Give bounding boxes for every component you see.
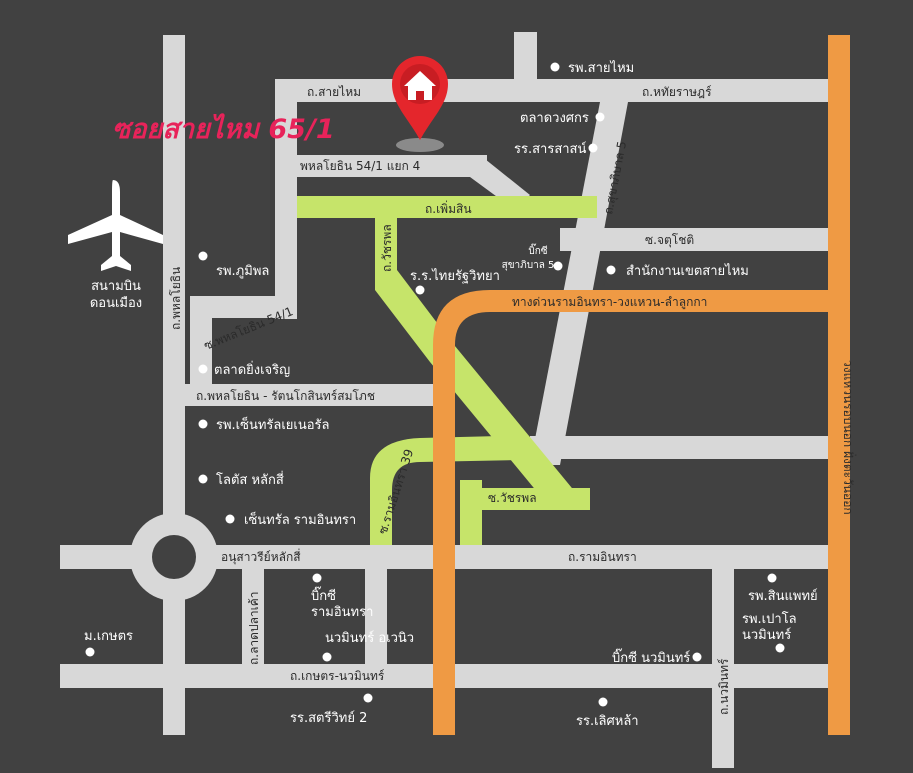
dot-icon bbox=[225, 514, 235, 524]
place-central-ramindra: เซ็นทรัล รามอินทรา bbox=[244, 510, 356, 528]
road-watcharaphon-soi-h bbox=[460, 488, 590, 510]
airport-label-line2: ดอนเมือง bbox=[90, 295, 142, 311]
road-phahon-54-1-lower bbox=[190, 296, 297, 318]
road-label-phahonyothin: ถ.พหลโยธิน bbox=[169, 267, 183, 330]
place-sinphaet: รพ.สินแพทย์ bbox=[748, 588, 818, 604]
dot-icon bbox=[767, 573, 777, 583]
place-paolo-2: นวมินทร์ bbox=[742, 627, 791, 643]
dot-icon bbox=[198, 419, 208, 429]
expressway-network bbox=[433, 35, 850, 735]
road-sukhaphiban5 bbox=[530, 102, 628, 465]
road-label-kaset-nawamin: ถ.เกษตร-นวมินทร์ bbox=[290, 669, 385, 683]
place-bigc-sukhaphiban5-1: บิ๊กซี bbox=[528, 243, 547, 257]
dot-icon bbox=[598, 697, 608, 707]
dot-icon bbox=[775, 643, 785, 653]
place-thairat-school: ร.ร.ไทยรัฐวิทยา bbox=[410, 268, 500, 284]
road-label-outer-ring: วงแหวนรอบนอก ฝั่งตะวันออก bbox=[841, 360, 857, 515]
dot-icon bbox=[322, 652, 332, 662]
dot-icon bbox=[606, 265, 616, 275]
dot-icon bbox=[312, 573, 322, 583]
house-pin-icon bbox=[391, 55, 448, 152]
road-label-watcharaphon: ถ.วัชรพล bbox=[380, 224, 394, 272]
roundabout-center bbox=[152, 535, 196, 579]
road-label-watcharaphon-soi: ซ.วัชรพล bbox=[488, 491, 537, 505]
road-yaek4 bbox=[297, 155, 487, 177]
road-label-ram-inthra: ถ.รามอินทรา bbox=[568, 550, 637, 564]
place-lotus: โลตัส หลักสี่ bbox=[216, 471, 284, 488]
road-phoem-sin bbox=[297, 196, 597, 218]
airport-label-line1: สนามบิน bbox=[91, 279, 141, 294]
dot-icon bbox=[692, 652, 702, 662]
road-phahon-54-1-upper bbox=[275, 79, 297, 319]
road-north-spur bbox=[514, 32, 537, 82]
place-bigc-ramindra-2: รามอินทรา bbox=[311, 605, 373, 620]
dot-icon bbox=[198, 364, 208, 374]
place-sarasat-school: รร.สารสาสน์ bbox=[514, 141, 587, 157]
road-phahon-rattanakosin bbox=[163, 384, 443, 406]
dot-icon bbox=[553, 261, 563, 271]
poi-markers bbox=[85, 62, 785, 707]
road-label-yaek4: พหลโยธิน 54/1 แยก 4 bbox=[300, 159, 420, 173]
road-ram-inthra-39 bbox=[370, 436, 520, 545]
highlight-roads bbox=[297, 196, 597, 545]
place-bigc-sukhaphiban5-2: สุขาภิบาล 5 bbox=[502, 260, 555, 271]
place-kaset: ม.เกษตร bbox=[84, 629, 133, 644]
place-nawamin-avenue: นวมินทร์ อเวนิว bbox=[325, 630, 414, 646]
dot-icon bbox=[550, 62, 560, 72]
place-satriwit2: รร.สตรีวิทย์ 2 bbox=[290, 710, 367, 726]
road-label-sai-mai: ถ.สายไหม bbox=[307, 85, 361, 99]
dot-icon bbox=[85, 647, 95, 657]
road-bigc-spur bbox=[365, 569, 387, 669]
road-label-lak-si-monument: อนุสาวรีย์หลักสี่ bbox=[221, 548, 301, 565]
road-label-hathairat: ถ.หทัยราษฎร์ bbox=[642, 85, 712, 99]
dot-icon bbox=[588, 143, 598, 153]
dot-icon bbox=[415, 285, 425, 295]
place-bigc-nawamin: บิ๊กซี นวมินทร์ bbox=[612, 648, 690, 666]
road-label-phahon-rattanakosin: ถ.พหลโยธิน - รัตนโกสินทร์สมโภช bbox=[196, 389, 375, 403]
place-phumiphon-hospital: รพ.ภูมิพล bbox=[216, 264, 269, 279]
place-bigc-ramindra-1: บิ๊กซี bbox=[311, 586, 336, 604]
place-loetla: รร.เลิศหล้า bbox=[576, 714, 639, 729]
road-label-lat-pla-khao: ถ.ลาดปลาเค้า bbox=[247, 591, 261, 665]
road-nawamin bbox=[712, 569, 734, 769]
place-yingcharoen-market: ตลาดยิ่งเจริญ bbox=[214, 361, 290, 378]
place-central-general: รพ.เซ็นทรัลเยเนอรัล bbox=[216, 415, 330, 433]
place-market: ตลาดวงศกร bbox=[520, 111, 589, 126]
place-district-office: สำนักงานเขตสายไหม bbox=[626, 263, 749, 279]
place-sai-mai-hospital: รพ.สายไหม bbox=[568, 60, 634, 76]
road-lat-pla-khao bbox=[242, 569, 264, 669]
road-chatuchot bbox=[560, 228, 830, 251]
road-outer-ring bbox=[828, 35, 850, 735]
road-phahon-54-1-connector bbox=[190, 296, 212, 386]
road-label-phoem-sin: ถ.เพิ่มสิน bbox=[425, 200, 472, 216]
dot-icon bbox=[595, 112, 605, 122]
road-label-expressway: ทางด่วนรามอินทรา-วงแหวน-ลำลูกกา bbox=[512, 295, 707, 310]
place-paolo-1: รพ.เปาโล bbox=[742, 611, 797, 627]
airplane-icon bbox=[68, 180, 163, 271]
road-label-chatuchot: ซ.จตุโชติ bbox=[645, 233, 694, 248]
dot-icon bbox=[198, 251, 208, 261]
dot-icon bbox=[363, 693, 373, 703]
map-title: ซอยสายไหม 65/1 bbox=[112, 113, 335, 145]
road-watcharaphon bbox=[375, 196, 590, 510]
road-east bbox=[530, 436, 830, 459]
road-label-nawamin: ถ.นวมินทร์ bbox=[717, 658, 731, 715]
dot-icon bbox=[198, 474, 208, 484]
